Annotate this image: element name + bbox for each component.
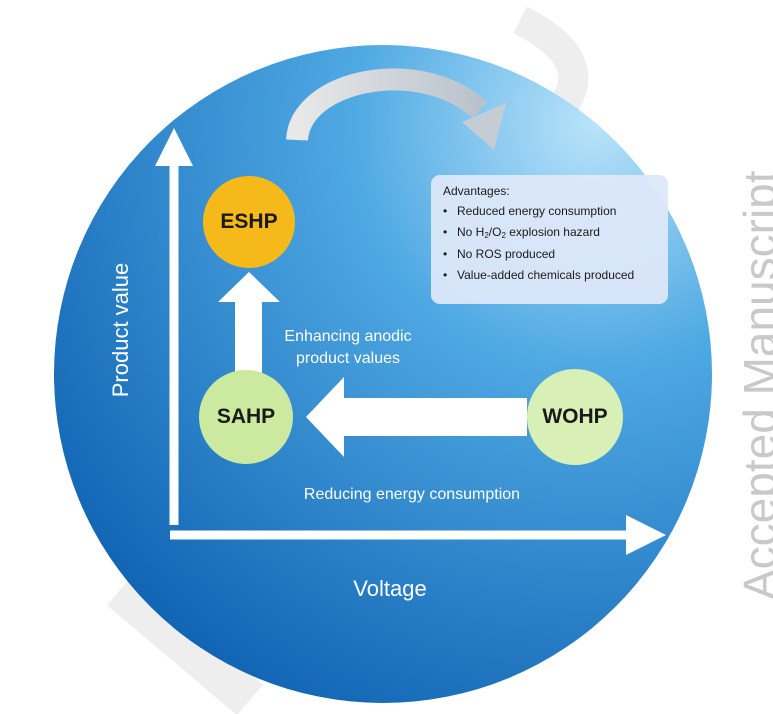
advantages-list: Reduced energy consumption No H2/O2 expl…: [443, 204, 658, 282]
advantage-item: No H2/O2 explosion hazard: [443, 225, 658, 240]
x-axis-arrowhead: [626, 515, 666, 555]
vertical-arrow-head: [218, 272, 280, 302]
enhancing-arrow-label: Enhancing anodic product values: [284, 328, 412, 367]
advantage-item: No ROS produced: [443, 247, 658, 261]
background-circle: [54, 45, 712, 703]
eshp-node: ESHP: [203, 176, 295, 268]
curved-arrow: [286, 68, 488, 142]
horizontal-arrow-shaft: [342, 398, 527, 436]
horizontal-arrow-head: [306, 377, 344, 457]
curved-arrow-head: [462, 103, 506, 150]
advantages-box: Advantages: Reduced energy consumption N…: [431, 175, 668, 304]
advantage-item: Reduced energy consumption: [443, 204, 658, 218]
wohp-node: WOHP: [527, 369, 623, 465]
sahp-node: SAHP: [199, 370, 293, 464]
y-axis-arrowhead: [155, 128, 193, 166]
accepted-manuscript-watermark: Accepted Manuscript: [734, 170, 773, 600]
x-axis-label: Voltage: [353, 576, 427, 601]
background-watermark-strokes: [107, 6, 589, 714]
advantage-item: Value-added chemicals produced: [443, 268, 658, 282]
reducing-arrow-label: Reducing energy consumption: [303, 486, 521, 503]
vertical-arrow-shaft: [235, 300, 262, 382]
y-axis-label: Product value: [108, 262, 133, 398]
advantages-title: Advantages:: [443, 184, 510, 198]
